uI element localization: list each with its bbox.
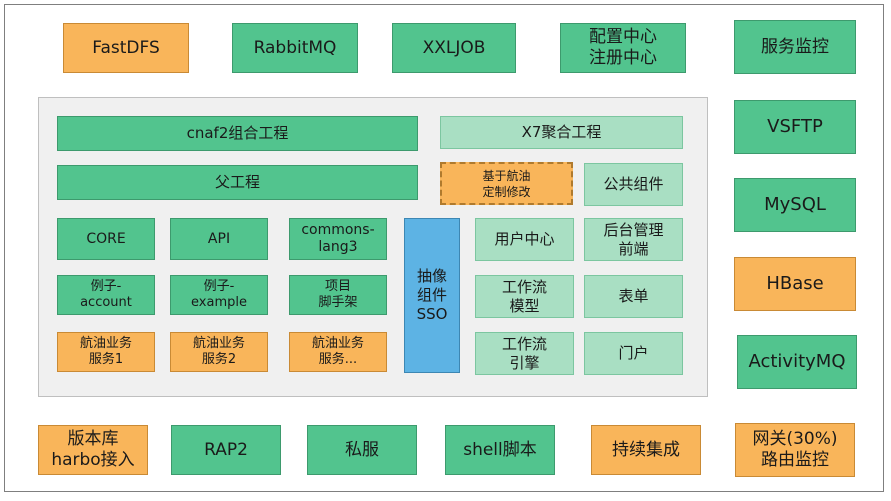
vsftp-box: VSFTP — [734, 100, 856, 154]
api-box: API — [170, 218, 268, 260]
example-example-box: 例子- example — [170, 275, 268, 315]
config-registry-box: 配置中心 注册中心 — [560, 23, 686, 73]
biz-service-n-box: 航油业务 服务... — [289, 332, 387, 372]
commons-lang3-box: commons- lang3 — [289, 218, 387, 260]
biz-service-2-box: 航油业务 服务2 — [170, 332, 268, 372]
sso-box: 抽像 组件 SSO — [404, 218, 460, 373]
workflow-engine-box: 工作流 引擎 — [475, 332, 574, 375]
admin-frontend-box: 后台管理 前端 — [584, 218, 683, 261]
continuous-integration-box: 持续集成 — [591, 425, 701, 475]
rabbitmq-box: RabbitMQ — [232, 23, 358, 73]
core-box: CORE — [57, 218, 155, 260]
user-center-box: 用户中心 — [475, 218, 574, 261]
biz-service-1-box: 航油业务 服务1 — [57, 332, 155, 372]
x7-box: X7聚合工程 — [440, 116, 683, 149]
hbase-box: HBase — [734, 257, 856, 311]
version-repo-box: 版本库 harbo接入 — [38, 425, 148, 475]
cnaf2-box: cnaf2组合工程 — [57, 116, 418, 151]
parent-project-box: 父工程 — [57, 165, 418, 200]
activitymq-box: ActivityMQ — [737, 335, 857, 389]
workflow-model-box: 工作流 模型 — [475, 275, 574, 318]
private-server-box: 私服 — [307, 425, 417, 475]
form-box: 表单 — [584, 275, 683, 318]
gateway-monitor-box: 网关(30%) 路由监控 — [735, 423, 855, 477]
scaffold-box: 项目 脚手架 — [289, 275, 387, 315]
service-monitor-box: 服务监控 — [734, 20, 856, 74]
portal-box: 门户 — [584, 332, 683, 375]
common-components-box: 公共组件 — [584, 163, 683, 206]
custom-modification-box: 基于航油 定制修改 — [440, 162, 573, 205]
mysql-box: MySQL — [734, 178, 856, 232]
xxljob-box: XXLJOB — [392, 23, 516, 73]
outer-frame — [4, 4, 884, 492]
fastdfs-box: FastDFS — [63, 23, 189, 73]
rap2-box: RAP2 — [171, 425, 281, 475]
example-account-box: 例子- account — [57, 275, 155, 315]
shell-script-box: shell脚本 — [445, 425, 555, 475]
